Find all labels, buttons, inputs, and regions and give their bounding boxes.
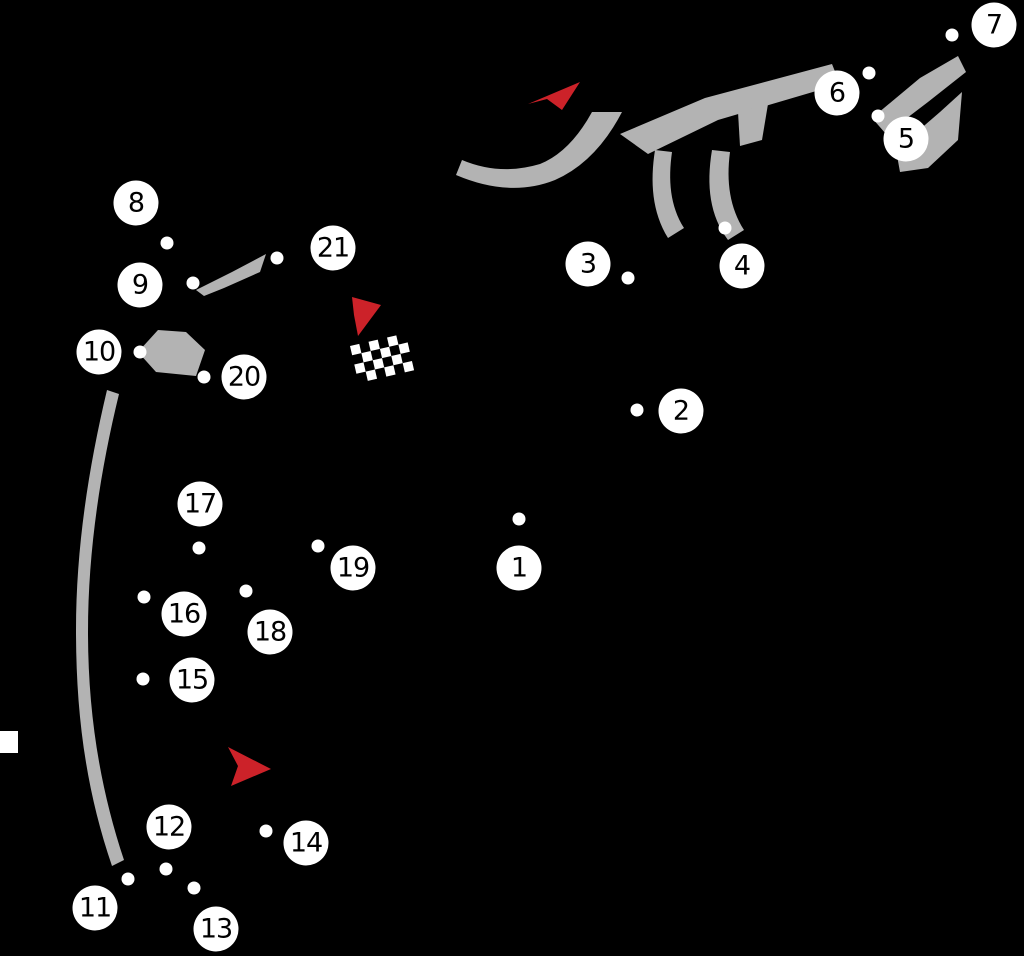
runoff-chicane-left bbox=[652, 150, 684, 238]
corner-number: 4 bbox=[719, 243, 765, 289]
corner-dot bbox=[621, 271, 635, 285]
corner-number: 18 bbox=[247, 609, 293, 655]
corner-number: 5 bbox=[883, 116, 929, 162]
direction-arrow-startline-icon bbox=[352, 297, 381, 336]
corner-number: 8 bbox=[113, 180, 159, 226]
corner-dot bbox=[862, 66, 876, 80]
runoff-top-left-band bbox=[456, 112, 622, 188]
corner-dot bbox=[133, 345, 147, 359]
corner-dot bbox=[187, 881, 201, 895]
start-finish-flag-icon bbox=[350, 335, 415, 381]
runoff-turn10-patch bbox=[138, 330, 205, 376]
direction-arrow-bottom-icon bbox=[228, 747, 271, 786]
corner-dot bbox=[137, 590, 151, 604]
corner-dot bbox=[121, 872, 135, 886]
corner-dot bbox=[160, 236, 174, 250]
runoff-turn9-band bbox=[196, 254, 266, 296]
corner-number: 6 bbox=[814, 70, 860, 116]
corner-dot bbox=[871, 109, 885, 123]
corner-dot bbox=[259, 824, 273, 838]
corner-number: 9 bbox=[117, 262, 163, 308]
corner-number: 14 bbox=[283, 820, 329, 866]
corner-dot bbox=[136, 672, 150, 686]
runoff-areas bbox=[76, 56, 966, 866]
corner-dot bbox=[718, 221, 732, 235]
runoff-top-center-band bbox=[620, 64, 840, 154]
corner-dot bbox=[945, 28, 959, 42]
corner-number: 10 bbox=[76, 329, 122, 375]
corner-dot bbox=[270, 251, 284, 265]
corner-dot bbox=[311, 539, 325, 553]
corner-dot bbox=[512, 512, 526, 526]
corner-number: 20 bbox=[221, 354, 267, 400]
corner-number: 17 bbox=[177, 481, 223, 527]
runoff-turn7-upper bbox=[872, 56, 966, 134]
corner-dot bbox=[197, 370, 211, 384]
corner-number: 15 bbox=[169, 657, 215, 703]
corner-number: 3 bbox=[565, 241, 611, 287]
runoff-west-strip bbox=[76, 390, 124, 866]
corner-dot bbox=[239, 584, 253, 598]
runoff-chicane-patch bbox=[738, 104, 768, 146]
corner-dot bbox=[159, 862, 173, 876]
corner-number: 1 bbox=[496, 545, 542, 591]
corner-number: 7 bbox=[971, 2, 1017, 48]
corner-number: 21 bbox=[310, 225, 356, 271]
corner-number: 2 bbox=[658, 388, 704, 434]
corner-number: 12 bbox=[146, 804, 192, 850]
corner-dot bbox=[630, 403, 644, 417]
direction-arrows bbox=[228, 82, 580, 786]
direction-arrow-top-icon bbox=[528, 82, 580, 110]
map-edge-marker bbox=[0, 731, 18, 753]
corner-number: 16 bbox=[161, 591, 207, 637]
corner-number: 19 bbox=[330, 545, 376, 591]
corner-number: 13 bbox=[193, 906, 239, 952]
corner-number: 11 bbox=[72, 885, 118, 931]
runoff-chicane-right bbox=[709, 150, 744, 240]
corner-dot bbox=[192, 541, 206, 555]
corner-dot bbox=[186, 276, 200, 290]
